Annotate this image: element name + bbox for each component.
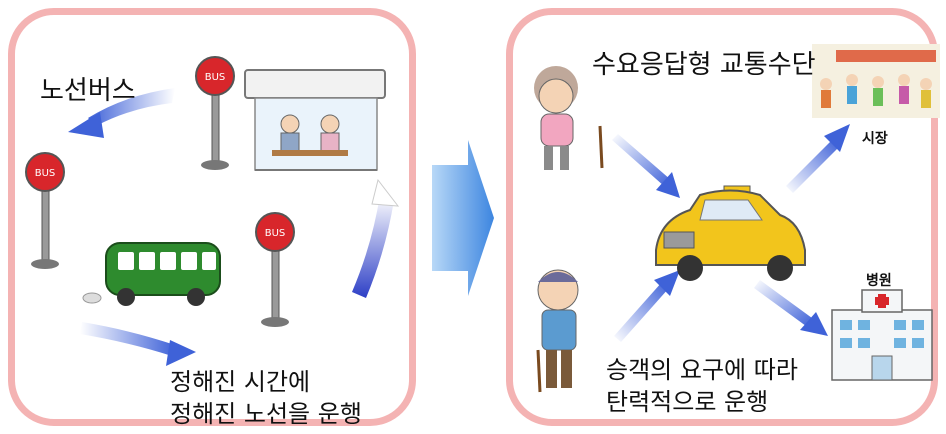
bus-stop-sign-middle: BUS [255,212,295,327]
route-arrow-bottom [80,322,196,366]
elderly-man-figure [536,269,579,393]
market-illustration [812,44,940,118]
bus-stop-sign-top: BUS [195,56,235,170]
drt-title: 수요응답형 교통수단 [592,50,816,80]
bus-sign-text: BUS [205,72,226,83]
green-bus [82,242,221,306]
route-bus-caption-line2: 정해진 노선을 운행 [170,400,362,428]
route-bus-caption-line1: 정해진 시간에 [170,368,311,396]
bus-sign-text: BUS [35,168,56,179]
elderly-woman-figure [534,66,604,170]
route-bus-title: 노선버스 [40,76,136,106]
hospital-building [831,289,933,381]
market-label: 시장 [862,131,888,147]
transition-arrow [432,140,494,296]
arrow-taxi-to-hospital [754,280,828,336]
route-arrow-right [352,178,400,298]
taxi [655,185,806,281]
arrow-taxi-to-market [786,124,850,193]
hospital-label: 병원 [866,273,892,289]
bus-shelter [244,69,386,171]
drt-caption-line1: 승객의 요구에 따라 [606,356,798,384]
arrow-man-to-taxi [614,270,680,342]
arrow-woman-to-taxi [612,134,680,198]
route-arrow-top [68,88,175,138]
drt-caption-line2: 탄력적으로 운행 [606,388,769,416]
bus-stop-sign-left: BUS [25,152,65,269]
bus-sign-text: BUS [265,228,286,239]
